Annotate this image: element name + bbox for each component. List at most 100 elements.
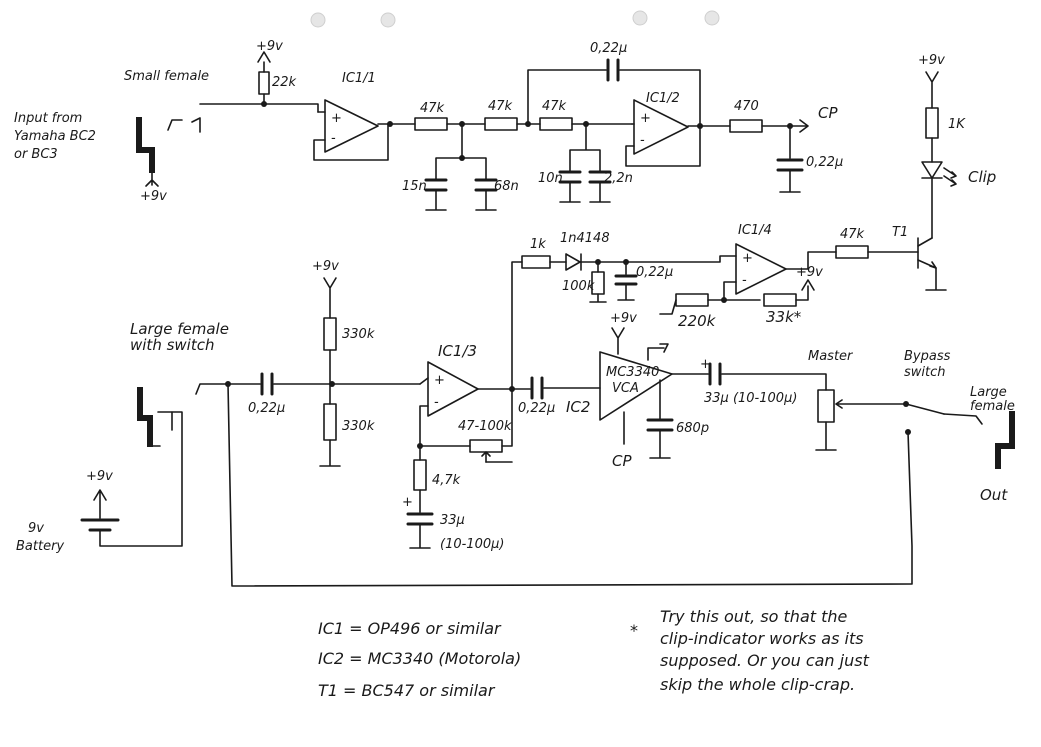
resistor-47k-3 — [539, 117, 573, 131]
cap-022-feedback — [606, 58, 620, 82]
plus-sign-out: + — [700, 357, 711, 372]
c022-out-label: 0,22µ — [806, 155, 843, 170]
resistor-22k — [257, 51, 271, 105]
c10n-label: 10n — [538, 171, 563, 186]
ic1-1-feedback — [313, 123, 389, 161]
ic1-2-feedback — [625, 125, 701, 167]
svg-text:-: - — [640, 133, 645, 148]
c68n-label: 68n — [494, 179, 519, 194]
pot-47-100k-label: 47-100k — [458, 419, 512, 434]
pot-47-100k — [469, 439, 503, 453]
plus9v-battery-label: +9v — [86, 469, 113, 484]
resistor-330k-bottom — [323, 403, 337, 441]
battery — [80, 518, 120, 532]
footnote-line-4: skip the whole clip-crap. — [660, 675, 855, 694]
svg-text:+: + — [742, 251, 753, 266]
ic1-1-label: IC1/1 — [342, 71, 376, 86]
r33k-label: 33k* — [766, 308, 802, 326]
transistor-t1 — [917, 237, 947, 291]
cap-68n — [474, 178, 498, 192]
led-clip — [921, 161, 957, 187]
opamp-ic1-3: + - — [427, 361, 479, 417]
c2-2n-label: 2,2n — [604, 171, 633, 186]
cap-022-rect — [614, 274, 638, 286]
plus9v-input-label: +9v — [140, 189, 167, 204]
bypass-label-1: Bypass — [904, 349, 951, 364]
c33u-output-label: 33µ (10-100µ) — [704, 391, 797, 406]
cap-022-input — [260, 372, 274, 396]
resistor-1k-clip — [925, 107, 939, 139]
cp-label-vca: CP — [612, 452, 632, 470]
legend-t1: T1 = BC547 or similar — [318, 681, 496, 700]
r47k-1-label: 47k — [420, 101, 445, 116]
r1k-rect-label: 1k — [530, 237, 546, 252]
pot-master — [817, 389, 835, 423]
r220k-label: 220k — [678, 312, 717, 330]
ic1-3-label: IC1/3 — [438, 342, 477, 360]
diode-label: 1n4148 — [560, 231, 610, 246]
opamp-ic1-4: + - — [735, 243, 787, 295]
output-jack-large-female — [995, 411, 1015, 469]
footnote-star: * — [630, 621, 638, 640]
cap-33u-gain — [406, 512, 434, 526]
out-label: Out — [980, 486, 1008, 504]
bypass-loop-wire — [227, 383, 913, 587]
svg-text:+: + — [331, 111, 342, 126]
resistor-1k-rect — [521, 255, 551, 269]
r47k-2-label: 47k — [488, 99, 513, 114]
svg-text:-: - — [434, 395, 439, 410]
cap-022-vca — [530, 376, 544, 400]
footnote-line-1: Try this out, so that the — [660, 607, 848, 626]
cp-label-top: CP — [818, 104, 838, 122]
r22k-label: 22k — [272, 75, 297, 90]
svg-text:-: - — [742, 273, 747, 288]
large-female-out-label-2: female — [970, 399, 1015, 414]
footnote-line-3: supposed. Or you can just — [660, 651, 870, 670]
plus9v-22k-label: +9v — [256, 39, 283, 54]
r100k-label: 100k — [562, 279, 595, 294]
c022-top-label: 0,22µ — [590, 41, 627, 56]
input-label-2: Yamaha BC2 — [14, 129, 96, 144]
input-jack-small-female — [136, 117, 201, 187]
svg-text:+: + — [434, 373, 445, 388]
resistor-47k-1 — [414, 117, 448, 131]
battery-label-2: Battery — [16, 539, 64, 554]
opamp-ic1-2: + - — [633, 99, 689, 155]
plus-sign-33u: + — [402, 495, 413, 510]
cap-33u-output — [708, 362, 722, 386]
t1-label: T1 — [892, 225, 908, 240]
large-female-switch-label-2: with switch — [130, 336, 214, 354]
c33u-range-label: (10-100µ) — [440, 537, 504, 552]
svg-text:+: + — [640, 111, 651, 126]
large-female-out-label-1: Large — [970, 385, 1007, 400]
c022-vca-label: 0,22µ — [518, 401, 555, 416]
c022-rect-label: 0,22µ — [636, 265, 673, 280]
bypass-label-2: switch — [904, 365, 946, 380]
large-female-switch-label-1: Large female — [130, 320, 229, 338]
input-label-1: Input from — [14, 111, 82, 126]
plus9v-trim-label: +9v — [796, 265, 823, 280]
resistor-470 — [729, 119, 763, 133]
resistor-330k-top — [323, 317, 337, 351]
r1k-clip-label: 1K — [948, 117, 966, 132]
resistor-220k — [675, 293, 709, 307]
c680p-label: 680p — [676, 421, 709, 436]
mc3340-label: MC3340 — [606, 365, 659, 380]
ic2-label: IC2 — [566, 398, 590, 416]
vca-ic2 — [599, 351, 673, 421]
input-jack-large-female-switch — [137, 387, 173, 447]
ic1-4-label: IC1/4 — [738, 223, 772, 238]
plus9v-bias-label: +9v — [312, 259, 339, 274]
small-female-label: Small female — [124, 69, 209, 84]
input-wire — [199, 103, 319, 113]
battery-label-1: 9v — [28, 521, 44, 536]
input-label-3: or BC3 — [14, 147, 58, 162]
clip-label: Clip — [968, 168, 996, 186]
plus9v-vca-label: +9v — [610, 311, 637, 326]
r470-label: 470 — [734, 99, 759, 114]
ic1-2-label: IC1/2 — [646, 91, 680, 106]
svg-text:-: - — [331, 131, 336, 146]
resistor-47k-base — [835, 245, 869, 259]
master-label: Master — [808, 349, 854, 364]
